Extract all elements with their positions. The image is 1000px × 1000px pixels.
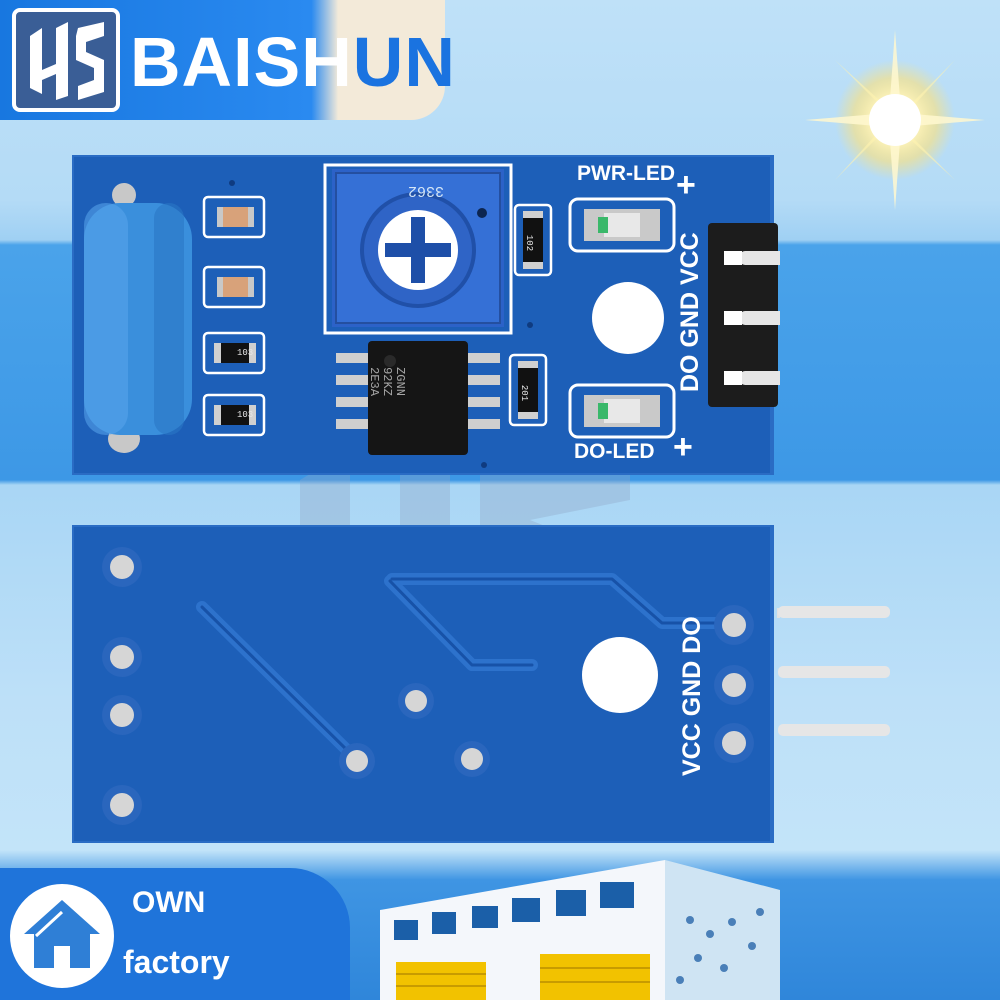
top-pin-labels: DO GND VCC — [676, 232, 704, 392]
sun-icon — [805, 30, 985, 210]
sensor-board-top — [72, 155, 780, 475]
factory-label: factory — [123, 944, 230, 980]
baishun-logo-icon — [12, 8, 120, 112]
factory-building-icon — [380, 860, 780, 1000]
home-icon — [10, 884, 114, 988]
resistor-marking: 102 — [524, 234, 535, 252]
bottom-header-pins — [778, 606, 890, 736]
brand-name: BAISHUN — [130, 23, 456, 101]
bottom-pin-labels: VCC GND DO — [678, 616, 706, 776]
sensor-board-bottom — [72, 525, 780, 843]
resistor-marking: 103 — [237, 348, 254, 358]
potentiometer-marking: 3362 — [408, 182, 445, 199]
pwr-led-label: PWR-LED — [577, 162, 675, 185]
pwr-plus-mark: + — [676, 166, 696, 204]
do-plus-mark: + — [673, 428, 693, 466]
do-led-label: DO-LED — [574, 440, 655, 463]
chip-marking: ZGNN 92KZ 2E3A — [366, 367, 407, 396]
resistor-marking: 201 — [519, 384, 530, 402]
resistor-marking: 103 — [237, 410, 254, 420]
own-label: OWN — [132, 886, 206, 919]
